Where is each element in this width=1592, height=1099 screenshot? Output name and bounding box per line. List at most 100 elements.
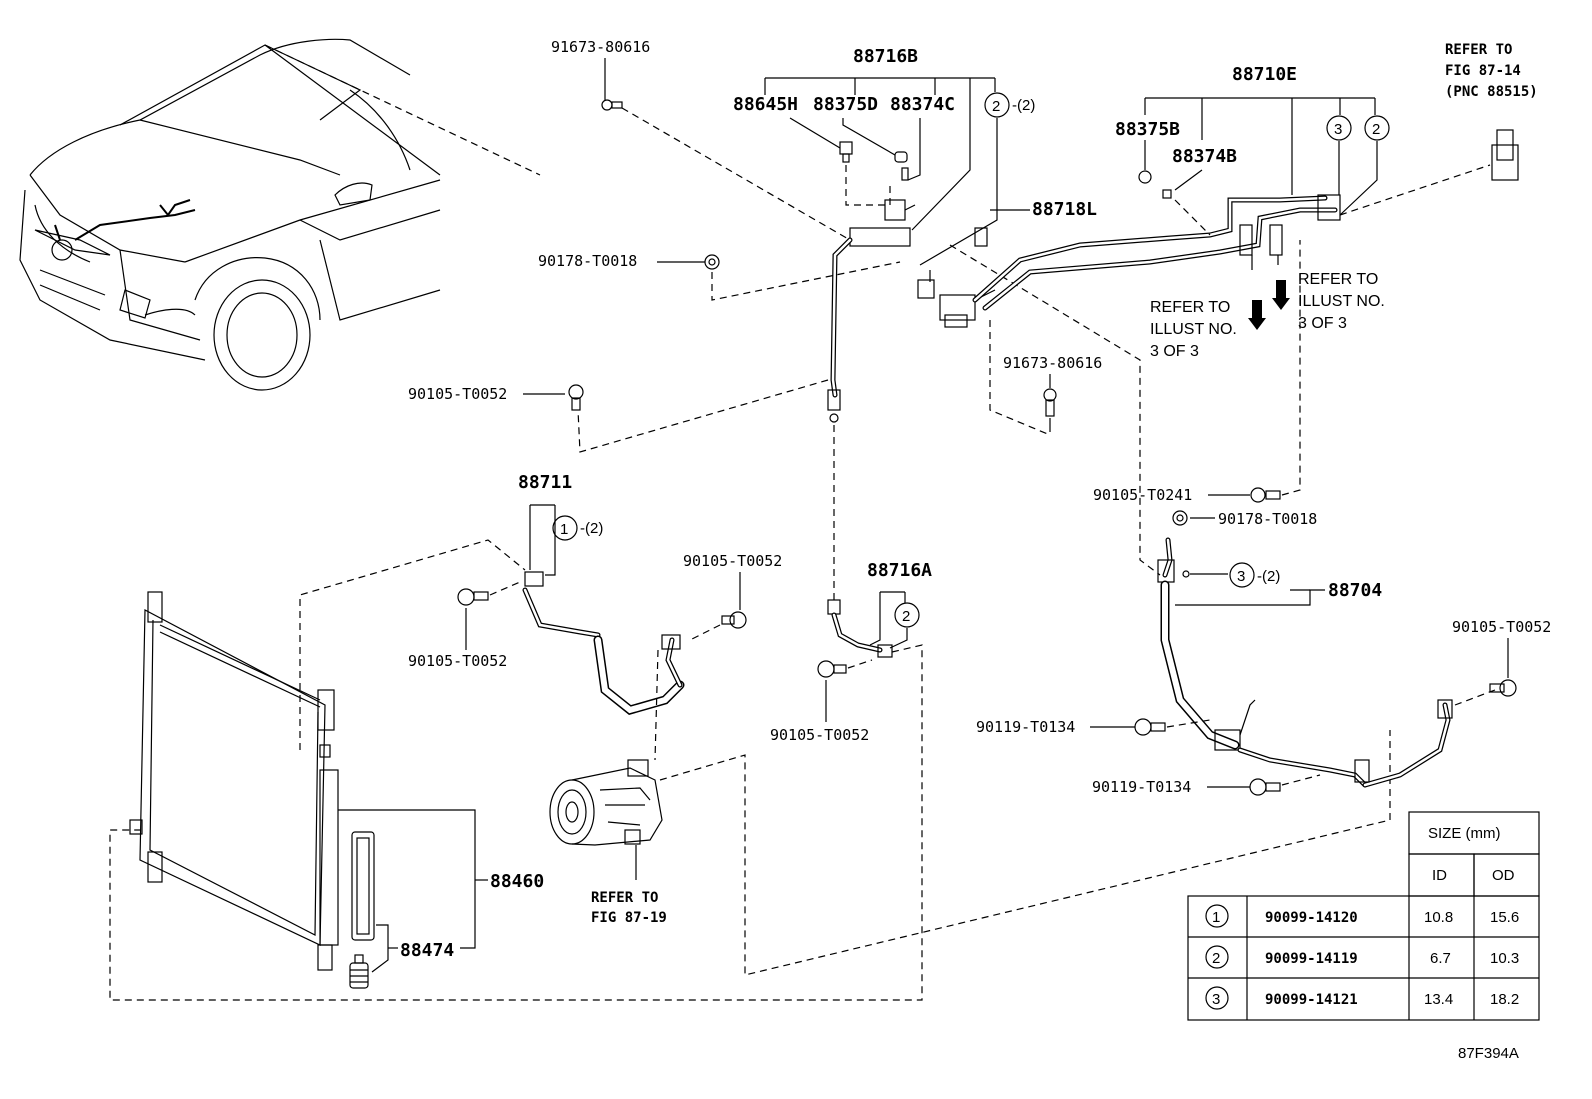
circle-1-icon [552,515,578,541]
size-table: SIZE (mm) ID OD 1 90099-14120 10.8 15.6 … [1187,811,1540,1021]
valve-core-88374B-icon [1162,189,1172,199]
row-key: 1 [1212,909,1220,926]
label-88718L: 88718L [1032,199,1097,220]
refer-note-b-line3: 3 OF 3 [1298,315,1347,332]
row-part: 90099-14120 [1265,910,1358,926]
table-row: 3 90099-14121 13.4 18.2 [1205,986,1519,1010]
qty-3-label: -(2) [1257,568,1280,585]
circle-2-a-label: 2 [902,608,910,625]
label-88711: 88711 [518,472,572,493]
circle-3-b-label: 3 [1237,568,1245,585]
row-id: 13.4 [1424,991,1453,1008]
circle-2-table-icon [1205,945,1229,969]
label-91673-80616-mid: 91673-80616 [1003,354,1102,372]
row-od: 10.3 [1490,950,1519,967]
size-table-col-id: ID [1432,867,1447,884]
bolt-icon [568,384,584,411]
size-table-header: SIZE (mm) [1428,825,1501,842]
table-row: 2 90099-14119 6.7 10.3 [1205,945,1519,969]
label-88716A: 88716A [867,560,932,581]
bolt-icon [1489,679,1517,697]
row-od: 15.6 [1490,909,1519,926]
label-90119-T0134-b: 90119-T0134 [1092,778,1191,796]
size-table-col-od: OD [1492,867,1515,884]
row-od: 18.2 [1490,991,1519,1008]
figure-id: 87F394A [1458,1045,1519,1062]
cap-icon [894,151,908,163]
vehicle-illustration [19,38,541,391]
circle-3-icon [1326,115,1352,141]
pipe-fitting-icon [827,599,841,615]
qty-1-label: -(2) [580,520,603,537]
label-90178-T0018-left: 90178-T0018 [538,252,637,270]
hose-fitting-icon [524,571,544,587]
bolt-icon [601,99,623,111]
refer-note-a-line1: REFER TO [1150,299,1230,316]
row-key: 2 [1212,950,1220,967]
pipe-fitting-icon [827,389,841,423]
pipe-bracket-icon [1214,699,1256,751]
circle-3-b-icon [1229,562,1255,588]
label-88460: 88460 [490,871,544,892]
label-88704: 88704 [1328,580,1382,601]
arrow-down-icon [1248,300,1266,330]
bolt-icon [1043,388,1057,417]
qty-2-label: -(2) [1012,97,1035,114]
label-88375B: 88375B [1115,119,1180,140]
circle-2-right-icon [1364,115,1390,141]
pressure-sensor-icon [1491,129,1519,181]
condenser-icon [129,591,339,971]
fitting-88718L-icon [974,227,988,247]
refer-note-a-line3: 3 OF 3 [1150,343,1199,360]
bolt-icon [721,611,747,629]
label-90119-T0134-a: 90119-T0134 [976,718,1075,736]
bolt-icon [1250,487,1281,503]
svg-text:91673-80616: 91673-80616 [551,38,650,56]
row-part: 90099-14119 [1265,951,1358,967]
refer-fig-87-14-line3: (PNC 88515) [1445,84,1538,100]
compressor-icon [549,759,663,846]
label-88375D: 88375D [813,94,878,115]
bolt-icon [457,588,489,606]
circle-1-table-icon [1205,904,1229,928]
circle-2-a-icon [894,602,920,628]
nut-icon [704,254,720,270]
label-91673-80616-top: 91673-80616 [551,38,650,56]
pressure-switch-icon [839,141,853,163]
label-90105-T0052-c: 90105-T0052 [683,552,782,570]
cap-88375B-icon [1138,170,1152,184]
nut-icon [1172,510,1188,526]
junction-block-icon [849,199,916,247]
hose-fitting-icon [661,634,681,650]
label-88645H: 88645H [733,94,798,115]
valve-core-icon [901,167,909,181]
refer-note-b-line2: ILLUST NO. [1298,293,1385,310]
circle-2-icon [984,92,1010,118]
bolt-icon [1134,718,1166,736]
circle-2-label: 2 [992,98,1000,115]
label-90105-T0052-e: 90105-T0052 [1452,618,1551,636]
row-id: 10.8 [1424,909,1453,926]
label-88474: 88474 [400,940,454,961]
hose-end-icon [877,644,893,658]
table-row: 1 90099-14120 10.8 15.6 [1205,904,1519,928]
pipe-fitting-icon [1354,699,1453,783]
arrow-down-icon [1272,280,1290,310]
circle-1-label: 1 [560,521,568,538]
label-88716B: 88716B [853,46,918,67]
refer-fig-87-19-line1: REFER TO [591,890,658,906]
refer-fig-87-14-line1: REFER TO [1445,42,1512,58]
row-key: 3 [1212,991,1220,1008]
circle-3-table-icon [1205,986,1229,1010]
circle-2-right-label: 2 [1372,121,1380,138]
bolt-icon [1249,778,1281,796]
circle-3-label: 3 [1334,121,1342,138]
label-90105-T0052-d: 90105-T0052 [770,726,869,744]
refer-fig-87-14-line2: FIG 87-14 [1445,63,1521,79]
bolt-icon [817,660,847,678]
label-90105-T0052-a: 90105-T0052 [408,385,507,403]
label-88374C: 88374C [890,94,955,115]
row-id: 6.7 [1430,950,1451,967]
label-90105-T0241: 90105-T0241 [1093,486,1192,504]
